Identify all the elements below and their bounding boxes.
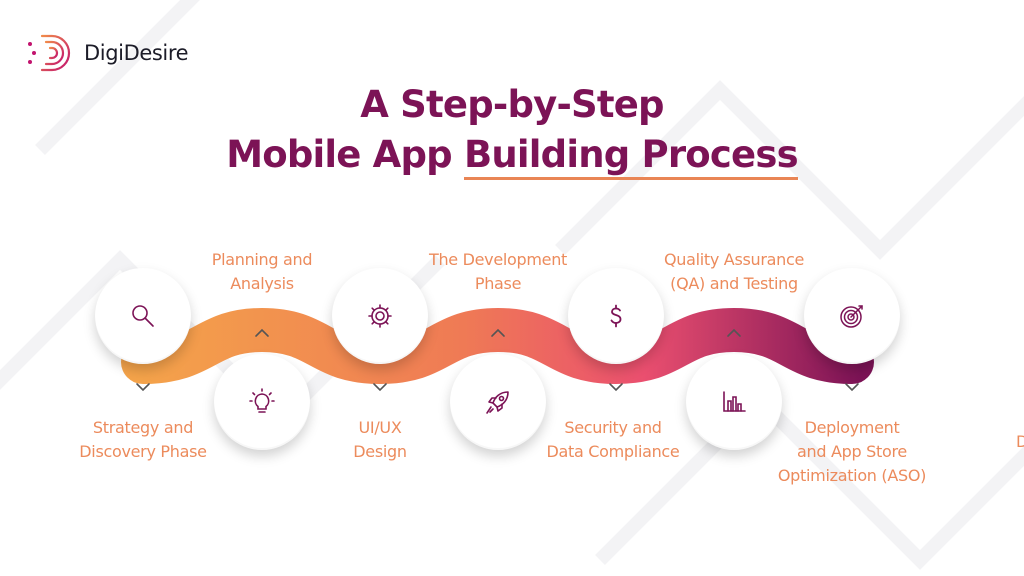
cropped-label-fragment: D [1016,432,1024,451]
bar-chart-icon [723,391,746,412]
step-4-label: The Development Phase [428,250,568,293]
step-1-node[interactable] [95,268,191,364]
chevron-up-icon [727,328,741,337]
chevron-down-icon [845,383,859,392]
page-title: A Step-by-Step Mobile App Building Proce… [0,80,1024,180]
title-highlight: Building Process [463,133,799,180]
step-4-node[interactable] [450,354,546,450]
chevron-down-icon [136,383,150,392]
brand-logo[interactable]: DigiDesire [26,30,189,76]
digidesire-logo-icon [28,34,71,72]
target-icon [840,305,863,328]
chevron-up-icon [491,328,505,337]
gear-icon [368,304,392,328]
step-3-node[interactable] [332,268,428,364]
title-line-2-plain: Mobile App [226,133,464,176]
rocket-icon [486,391,509,414]
chevron-down-icon [373,383,387,392]
step-6-node[interactable] [686,354,782,450]
step-7-node[interactable] [804,268,900,364]
step-2-label: Planning and Analysis [211,250,313,293]
step-1-label: Strategy and Discovery Phase [79,418,207,461]
step-5-label: Security and Data Compliance [546,418,680,461]
title-line-1: A Step-by-Step [360,83,664,126]
dollar-icon [610,304,622,328]
title-line-2: Mobile App Building Process [0,130,1024,180]
brand-name: DigiDesire [84,41,189,65]
step-3-label: UI/UX Design [353,418,407,461]
step-5-node[interactable] [568,268,664,364]
search-icon [132,305,154,327]
step-6-label: Quality Assurance (QA) and Testing [663,250,805,293]
lightbulb-icon [249,388,275,413]
step-7-label: Deployment and App Store Optimization (A… [777,418,927,485]
chevron-up-icon [255,328,269,337]
chevron-down-icon [609,383,623,392]
step-2-node[interactable] [214,354,310,450]
